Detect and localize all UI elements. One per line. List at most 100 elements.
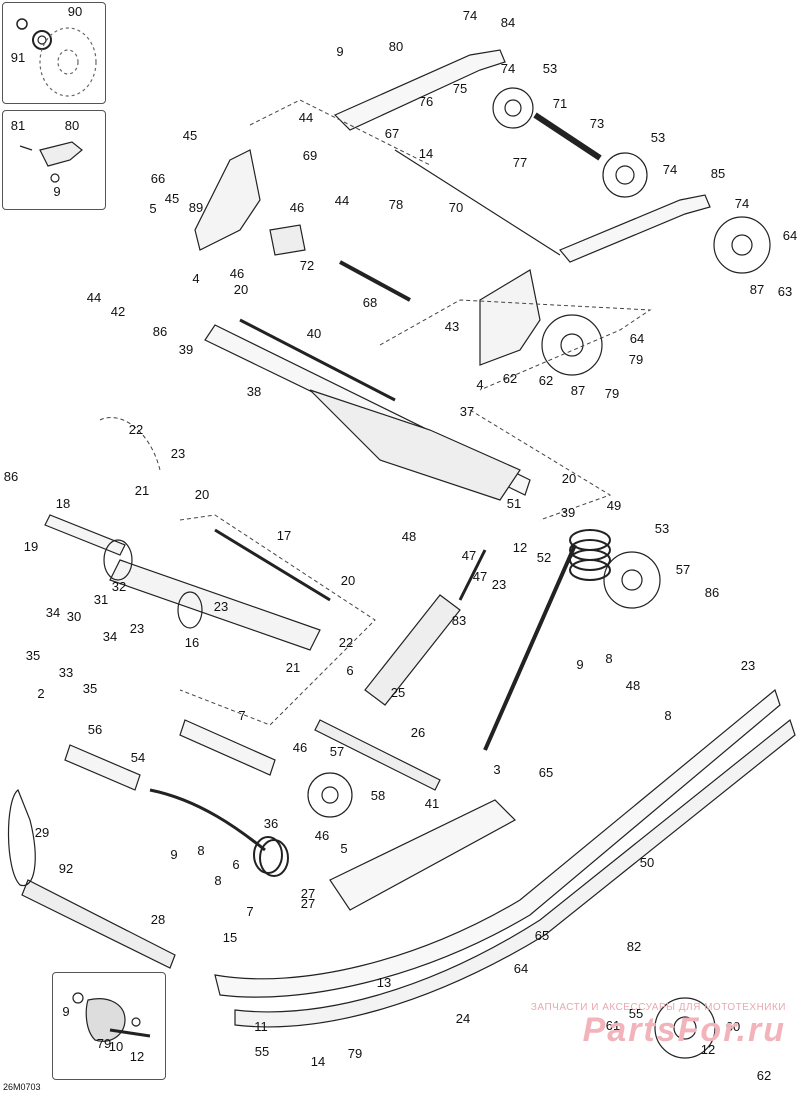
callout-23: 23 <box>741 658 755 673</box>
callout-47: 47 <box>462 548 476 563</box>
callout-74: 74 <box>663 162 677 177</box>
callout-23: 23 <box>130 621 144 636</box>
callout-91: 91 <box>11 50 25 65</box>
slide-rails <box>214 688 796 1028</box>
callout-7: 7 <box>238 708 245 723</box>
callout-69: 69 <box>303 148 317 163</box>
callout-32: 32 <box>112 579 126 594</box>
callout-61: 61 <box>606 1018 620 1033</box>
callout-38: 38 <box>247 384 261 399</box>
callout-55: 55 <box>255 1044 269 1059</box>
callout-53: 53 <box>543 61 557 76</box>
callout-23: 23 <box>492 577 506 592</box>
callout-64: 64 <box>514 961 528 976</box>
callout-74: 74 <box>735 196 749 211</box>
callout-39: 39 <box>179 342 193 357</box>
callout-53: 53 <box>655 521 669 536</box>
callout-21: 21 <box>135 483 149 498</box>
callout-86: 86 <box>153 324 167 339</box>
callout-55: 55 <box>629 1006 643 1021</box>
callout-33: 33 <box>59 665 73 680</box>
callout-14: 14 <box>419 146 433 161</box>
callout-80: 80 <box>389 39 403 54</box>
callout-29: 29 <box>35 825 49 840</box>
callout-65: 65 <box>535 928 549 943</box>
callout-16: 16 <box>185 635 199 650</box>
callout-8: 8 <box>214 873 221 888</box>
callout-9: 9 <box>170 847 177 862</box>
callout-27: 27 <box>301 886 315 901</box>
callout-3: 3 <box>493 762 500 777</box>
callout-92: 92 <box>59 861 73 876</box>
callout-48: 48 <box>626 678 640 693</box>
callout-6: 6 <box>232 857 239 872</box>
callout-47: 47 <box>473 569 487 584</box>
callout-68: 68 <box>363 295 377 310</box>
callout-75: 75 <box>453 81 467 96</box>
callout-20: 20 <box>195 487 209 502</box>
callout-72: 72 <box>300 258 314 273</box>
callout-46: 46 <box>230 266 244 281</box>
callout-79: 79 <box>97 1036 111 1051</box>
callout-26: 26 <box>411 725 425 740</box>
callout-5: 5 <box>340 841 347 856</box>
callout-79: 79 <box>629 352 643 367</box>
shock-absorber <box>364 529 611 751</box>
callout-44: 44 <box>299 110 313 125</box>
callout-24: 24 <box>456 1011 470 1026</box>
callout-20: 20 <box>341 573 355 588</box>
callout-6: 6 <box>346 663 353 678</box>
callout-9: 9 <box>576 657 583 672</box>
rear-upper-arm <box>194 49 711 366</box>
callout-36: 36 <box>264 816 278 831</box>
callout-4: 4 <box>476 377 483 392</box>
callout-50: 50 <box>640 855 654 870</box>
callout-86: 86 <box>705 585 719 600</box>
idler-wheels <box>307 87 771 1059</box>
callout-10: 10 <box>109 1039 123 1054</box>
callout-8: 8 <box>197 843 204 858</box>
callout-60: 60 <box>726 1019 740 1034</box>
callout-74: 74 <box>463 8 477 23</box>
callout-66: 66 <box>151 171 165 186</box>
callout-2: 2 <box>37 686 44 701</box>
callout-39: 39 <box>561 505 575 520</box>
callout-84: 84 <box>501 15 515 30</box>
callout-83: 83 <box>452 613 466 628</box>
callout-89: 89 <box>189 200 203 215</box>
callout-62: 62 <box>757 1068 771 1083</box>
callout-12: 12 <box>513 540 527 555</box>
callout-67: 67 <box>385 126 399 141</box>
callout-20: 20 <box>562 471 576 486</box>
callout-13: 13 <box>377 975 391 990</box>
callout-31: 31 <box>94 592 108 607</box>
callout-35: 35 <box>83 681 97 696</box>
callout-70: 70 <box>449 200 463 215</box>
callout-79: 79 <box>348 1046 362 1061</box>
callout-43: 43 <box>445 319 459 334</box>
callout-34: 34 <box>103 629 117 644</box>
callout-28: 28 <box>151 912 165 927</box>
callout-63: 63 <box>778 284 792 299</box>
callout-56: 56 <box>88 722 102 737</box>
callout-62: 62 <box>539 373 553 388</box>
callout-41: 41 <box>425 796 439 811</box>
callout-58: 58 <box>371 788 385 803</box>
callout-5: 5 <box>149 201 156 216</box>
callout-23: 23 <box>214 599 228 614</box>
callout-86: 86 <box>4 469 18 484</box>
callout-35: 35 <box>26 648 40 663</box>
callout-12: 12 <box>130 1049 144 1064</box>
callout-40: 40 <box>307 326 321 341</box>
callout-82: 82 <box>627 939 641 954</box>
main-shafts <box>44 318 531 651</box>
callout-64: 64 <box>630 331 644 346</box>
callout-62: 62 <box>503 371 517 386</box>
callout-37: 37 <box>460 404 474 419</box>
callout-79: 79 <box>605 386 619 401</box>
callout-80: 80 <box>65 118 79 133</box>
callout-90: 90 <box>68 4 82 19</box>
callout-30: 30 <box>67 609 81 624</box>
